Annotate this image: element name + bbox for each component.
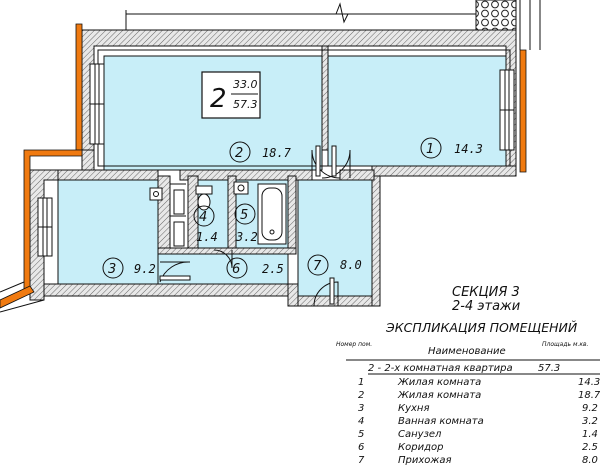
svg-text:9.2: 9.2 — [134, 262, 156, 276]
door-room-1 — [321, 145, 351, 179]
door-room-2 — [311, 145, 341, 179]
room-label-5: 5 3.2 — [234, 203, 258, 244]
room-label-3: 3 9.2 — [102, 257, 156, 279]
section-caption: СЕКЦИЯ 3 2-4 этажи — [452, 285, 520, 314]
windows — [37, 63, 515, 257]
svg-text:3: 3 — [358, 403, 364, 414]
table-row: 1 Жилая комната 14.3 — [358, 377, 600, 388]
svg-text:Кухня: Кухня — [398, 403, 430, 414]
svg-text:4: 4 — [199, 210, 207, 225]
svg-text:Санузел: Санузел — [398, 429, 442, 440]
header-area: Площадь м.кв. — [542, 341, 589, 348]
door-bath — [213, 249, 233, 269]
doors — [159, 145, 351, 307]
svg-text:18.7: 18.7 — [578, 390, 600, 401]
svg-text:9.2: 9.2 — [582, 403, 598, 414]
window-kitchen — [37, 197, 53, 257]
svg-text:1: 1 — [426, 142, 434, 157]
svg-text:7: 7 — [358, 455, 365, 466]
apartment-total-area: 57.3 — [233, 98, 258, 111]
door-kitchen — [159, 261, 191, 283]
svg-text:3.2: 3.2 — [582, 416, 598, 427]
svg-text:2.5: 2.5 — [262, 262, 284, 276]
apartment-row-area: 57.3 — [538, 363, 560, 374]
explication-table: ЭКСПЛИКАЦИЯ ПОМЕЩЕНИЙ Номер пом. Наимено… — [336, 320, 600, 466]
stove-icon — [173, 189, 185, 247]
svg-text:Жилая комната: Жилая комната — [397, 377, 481, 388]
room-label-4: 4 1.4 — [193, 205, 218, 244]
table-row: 6 Коридор 2.5 — [358, 442, 598, 453]
section-floors: 2-4 этажи — [452, 299, 520, 314]
svg-text:14.3: 14.3 — [578, 377, 600, 388]
door-entrance — [313, 277, 339, 307]
svg-text:14.3: 14.3 — [454, 142, 483, 156]
table-row: 5 Санузел 1.4 — [358, 429, 598, 440]
hex-insulation-block — [475, 0, 517, 35]
svg-text:Прихожая: Прихожая — [398, 455, 452, 466]
svg-text:Жилая комната: Жилая комната — [397, 390, 481, 401]
room-labels: 1 14.3 2 18.7 3 9.2 4 1.4 5 3.2 6 2.5 — [102, 137, 483, 279]
table-row: 3 Кухня 9.2 — [358, 403, 598, 414]
right-edge-lines — [519, 0, 541, 50]
table-row: 4 Ванная комната 3.2 — [358, 416, 598, 427]
apartment-label: 2 33.0 57.3 — [201, 71, 261, 119]
svg-text:3: 3 — [108, 262, 116, 277]
apartment-living-area: 33.0 — [233, 78, 258, 91]
svg-text:18.7: 18.7 — [262, 146, 292, 160]
window-right — [499, 69, 515, 151]
fixtures — [149, 181, 287, 247]
room-label-6: 6 2.5 — [226, 257, 284, 279]
room-label-2: 2 18.7 — [229, 141, 292, 163]
svg-text:5: 5 — [240, 208, 248, 223]
table-row: 7 Прихожая 8.0 — [358, 455, 598, 466]
room-label-1: 1 14.3 — [420, 137, 483, 159]
svg-text:8.0: 8.0 — [340, 258, 362, 272]
insulation — [0, 23, 527, 309]
svg-text:8.0: 8.0 — [582, 455, 598, 466]
room-label-7: 7 8.0 — [307, 254, 362, 276]
svg-text:6: 6 — [358, 442, 364, 453]
sink-icon — [233, 181, 249, 195]
svg-text:7: 7 — [313, 259, 322, 274]
header-num: Номер пом. — [336, 341, 372, 348]
diagonal-exterior — [0, 281, 45, 313]
svg-text:1.4: 1.4 — [196, 230, 218, 244]
explication-title: ЭКСПЛИКАЦИЯ ПОМЕЩЕНИЙ — [385, 320, 578, 335]
room-7-area — [297, 179, 373, 297]
svg-text:2: 2 — [235, 146, 243, 161]
header-name: Наименование — [428, 346, 506, 357]
kitchen-sink-icon — [149, 187, 163, 201]
window-left-upper — [89, 63, 105, 145]
room-3-area — [57, 179, 159, 285]
bathtub-icon — [257, 183, 287, 245]
svg-text:4: 4 — [358, 416, 364, 427]
svg-text:3.2: 3.2 — [235, 230, 258, 244]
room-1-area — [327, 55, 507, 167]
svg-text:6: 6 — [232, 262, 240, 277]
apartment-rooms-count: 2 — [210, 84, 227, 114]
svg-text:2.5: 2.5 — [582, 442, 598, 453]
table-row: 2 Жилая комната 18.7 — [358, 390, 600, 401]
section-title: СЕКЦИЯ 3 — [452, 285, 520, 300]
apartment-row-name: 2 - 2-х комнатная квартира — [368, 363, 513, 374]
svg-text:1.4: 1.4 — [582, 429, 598, 440]
svg-text:Ванная комната: Ванная комната — [398, 416, 484, 427]
svg-text:5: 5 — [358, 429, 364, 440]
svg-text:2: 2 — [358, 390, 364, 401]
svg-text:1: 1 — [358, 377, 364, 388]
svg-text:Коридор: Коридор — [398, 442, 443, 453]
